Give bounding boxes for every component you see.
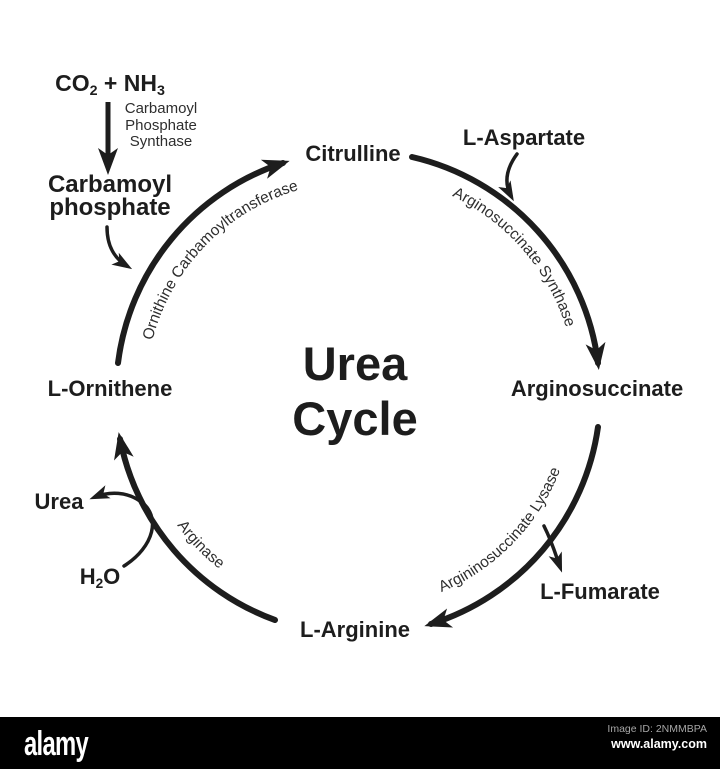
cp-line-1: Carbamoyl [47, 171, 173, 198]
label-co2-nh3: CO2 + NH3 [55, 70, 165, 99]
alamy-website-text: www.alamy.com [611, 737, 707, 751]
page-title: Urea Cycle [292, 336, 417, 446]
h2o-oxygen: O [103, 564, 121, 589]
arc-ornithine-to-citrulline [115, 159, 290, 366]
co2-subscript: 2 [89, 82, 98, 99]
label-urea: Urea [34, 489, 84, 514]
arrow-water-to-urea [89, 485, 155, 568]
enzyme-label-arginase: Arginase [174, 517, 228, 572]
title-line-1: Urea [302, 337, 408, 390]
title-line-2: Cycle [292, 392, 418, 445]
label-l-ornithene: L-Ornithene [47, 376, 173, 401]
footer-right-block: Image ID: 2NMMBPA www.alamy.com [607, 722, 707, 752]
label-citrulline: Citrulline [305, 141, 401, 166]
h2o-subscript: 2 [95, 575, 104, 591]
label-l-fumarate: L-Fumarate [540, 579, 660, 604]
alamy-logo: alamy [24, 725, 89, 763]
image-id-text: Image ID: 2NMMBPA [607, 723, 707, 735]
cycle-graphics: Ornithine Carbamoyltransferase Arginosuc… [89, 102, 606, 628]
cps-line-2: Phosphate [125, 116, 197, 134]
label-l-arginine: L-Arginine [300, 617, 410, 642]
arrow-aspartate-into-cycle [498, 152, 519, 202]
label-arginosuccinate: Arginosuccinate [510, 376, 684, 401]
label-l-aspartate: L-Aspartate [462, 125, 586, 150]
arrow-carbamoyl-phosphate-into-cycle [105, 225, 133, 270]
arc-citrulline-to-arginosuccinate [409, 154, 606, 370]
nh3-subscript: 3 [156, 82, 165, 99]
arc-arginosuccinate-to-arginine [424, 424, 601, 628]
plus-nh: + NH [97, 70, 157, 96]
cps-line-3: Synthase [129, 133, 193, 150]
label-h2o: H2O [79, 564, 121, 591]
arrow-to-fumarate [542, 524, 563, 573]
co2-base: CO [55, 70, 90, 96]
label-carbamoyl-phosphate: Carbamoyl phosphate [47, 171, 173, 221]
cps-line-1: Carbamoyl [124, 100, 198, 117]
arc-arginine-to-ornithine [114, 432, 278, 623]
cp-line-2: phosphate [49, 194, 171, 221]
h2o-base: H [79, 564, 96, 589]
alamy-footer-bar: alamy Image ID: 2NMMBPA www.alamy.com [0, 717, 720, 769]
label-carbamoyl-phosphate-synthase: Carbamoyl Phosphate Synthase [124, 100, 198, 151]
